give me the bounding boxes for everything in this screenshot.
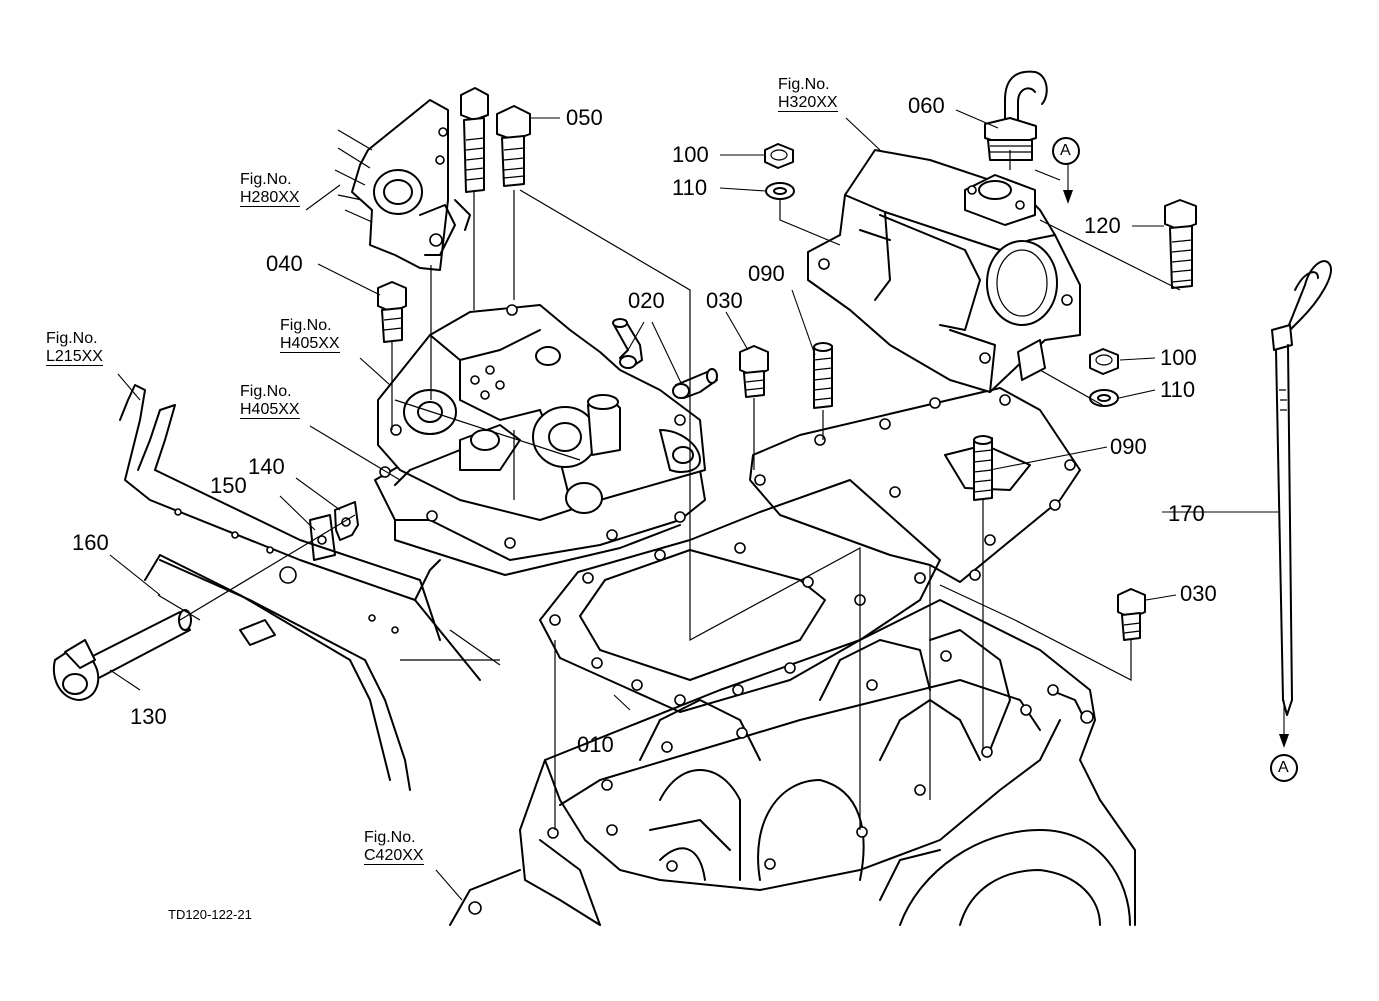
figref-c420-caption: Fig.No. <box>364 829 416 846</box>
assembly-lines <box>157 150 1181 830</box>
label-010: 010 <box>577 732 614 757</box>
label-090-lower: 090 <box>1110 434 1147 459</box>
figref-c420-code: C420XX <box>364 847 424 866</box>
figref-h405-lower-code: H405XX <box>240 401 300 420</box>
label-040: 040 <box>266 251 303 276</box>
label-170: 170 <box>1168 501 1205 526</box>
transmission-case <box>449 599 1136 926</box>
figref-l215: Fig.No. L215XX <box>46 330 103 367</box>
label-100-right: 100 <box>1160 345 1197 370</box>
label-110-right: 110 <box>1160 377 1196 402</box>
marker-a-bottom-shape <box>1270 700 1298 782</box>
marker-a-top-shape <box>1052 137 1080 204</box>
bolts-050 <box>460 87 531 193</box>
figref-h405-upper: Fig.No. H405XX <box>280 317 340 354</box>
label-150: 150 <box>210 473 247 498</box>
figref-h405-lower-caption: Fig.No. <box>240 383 292 400</box>
label-060: 060 <box>908 93 945 118</box>
figref-h405-upper-code: H405XX <box>280 335 340 354</box>
label-120: 120 <box>1084 213 1121 238</box>
figref-h320-caption: Fig.No. <box>778 76 830 93</box>
gasket-010 <box>539 479 941 713</box>
label-100-upper: 100 <box>672 142 709 167</box>
figref-l215-code: L215XX <box>46 348 103 367</box>
stud-090-upper <box>813 342 833 409</box>
nut-washer-upper <box>764 143 795 200</box>
plug-060 <box>984 70 1048 161</box>
label-130: 130 <box>130 704 167 729</box>
dipstick-170 <box>1271 260 1332 716</box>
shaft-130 <box>52 609 192 701</box>
label-030-upper: 030 <box>706 288 743 313</box>
figref-c420: Fig.No. C420XX <box>364 829 424 866</box>
figref-h320: Fig.No. H320XX <box>778 76 838 113</box>
mounting-frame-l215 <box>119 384 481 791</box>
leader-lines <box>109 109 1278 901</box>
label-160: 160 <box>72 530 109 555</box>
label-050: 050 <box>566 105 603 130</box>
figref-h280-code: H280XX <box>240 189 300 208</box>
nut-washer-right <box>1089 348 1119 407</box>
marker-a-top: A <box>1060 142 1071 159</box>
figref-h405-upper-caption: Fig.No. <box>280 317 332 334</box>
stud-090-lower <box>973 435 993 501</box>
drawing-code: TD120-122-21 <box>168 907 252 922</box>
label-090-upper: 090 <box>748 261 785 286</box>
figref-h280: Fig.No. H280XX <box>240 171 300 208</box>
top-cover-plate <box>749 387 1081 584</box>
figref-h320-code: H320XX <box>778 94 838 113</box>
label-110-upper: 110 <box>672 175 708 200</box>
label-140: 140 <box>248 454 285 479</box>
bracket-h280 <box>334 99 471 271</box>
bolt-030-upper <box>739 345 769 398</box>
figref-h405-lower: Fig.No. H405XX <box>240 383 300 420</box>
figref-h280-caption: Fig.No. <box>240 171 292 188</box>
bolt-120 <box>1164 199 1197 289</box>
control-valve-block <box>374 304 706 576</box>
marker-a-bottom: A <box>1278 759 1289 776</box>
fittings-020 <box>612 318 718 399</box>
figref-l215-caption: Fig.No. <box>46 330 98 347</box>
label-030-lower: 030 <box>1180 581 1217 606</box>
label-020: 020 <box>628 288 665 313</box>
cover-housing-h320 <box>807 149 1081 393</box>
bolt-040 <box>377 281 407 343</box>
spacers-140-150 <box>309 501 359 561</box>
bolt-030-lower <box>1117 588 1146 641</box>
